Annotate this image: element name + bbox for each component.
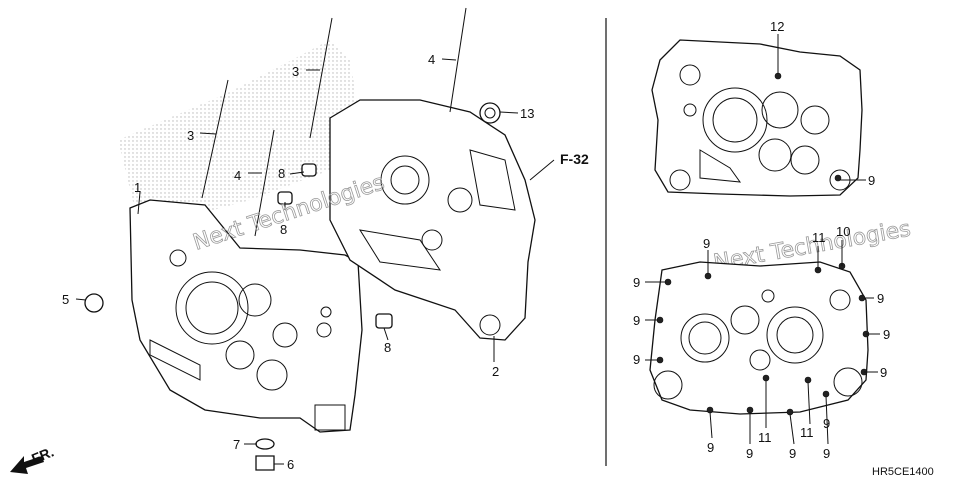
dowel-pin-upper xyxy=(301,163,317,177)
sealing-washer xyxy=(255,438,275,450)
o-ring xyxy=(84,293,104,313)
front-direction-arrow xyxy=(10,456,44,474)
callout-9-right-2: 9 xyxy=(883,327,890,342)
callout-3-top: 3 xyxy=(292,64,299,79)
callout-9-left-2: 9 xyxy=(633,313,640,328)
callout-9-right-1: 9 xyxy=(877,291,884,306)
callout-11-bottom-2: 11 xyxy=(800,425,814,440)
callout-4-left: 4 xyxy=(234,168,241,183)
oil-seal xyxy=(479,102,501,124)
right-crankcase-half xyxy=(329,99,536,341)
callout-9-right-3: 9 xyxy=(880,365,887,380)
callout-12: 12 xyxy=(770,19,784,34)
callout-1: 1 xyxy=(134,180,141,195)
callout-13: 13 xyxy=(520,106,534,121)
callout-7: 7 xyxy=(233,437,240,452)
callout-4-right: 4 xyxy=(428,52,435,67)
callout-9-bottom-5: 9 xyxy=(823,416,830,431)
callout-3-left: 3 xyxy=(187,128,194,143)
callout-8-lower: 8 xyxy=(384,340,391,355)
callout-8-upper: 8 xyxy=(278,166,285,181)
callout-9-left-3: 9 xyxy=(633,352,640,367)
stud-shading xyxy=(118,40,360,230)
callout-8-middle: 8 xyxy=(280,222,287,237)
callout-6: 6 xyxy=(287,457,294,472)
callout-10: 10 xyxy=(836,224,850,239)
stud-bolts xyxy=(201,7,467,237)
callout-11-bottom-1: 11 xyxy=(758,430,772,445)
callout-9-bottom-2: 9 xyxy=(746,446,753,461)
direction-label: FR. xyxy=(29,443,56,466)
upper-case-bolt-view xyxy=(651,39,863,197)
callout-9-upper: 9 xyxy=(868,173,875,188)
lower-case-bolt-view xyxy=(649,261,870,416)
callout-5: 5 xyxy=(62,292,69,307)
leader-lines-right xyxy=(645,34,880,445)
callout-9-left-1: 9 xyxy=(633,275,640,290)
left-crankcase-half xyxy=(129,199,363,433)
callout-11-top: 11 xyxy=(812,230,826,245)
callout-2: 2 xyxy=(492,364,499,379)
leader-lines-left xyxy=(75,58,555,465)
drain-bolt xyxy=(255,455,275,471)
callout-9-bottom-3: 9 xyxy=(789,446,796,461)
callout-9-top: 9 xyxy=(703,236,710,251)
callout-9-bottom-4: 9 xyxy=(823,446,830,461)
dowel-pin-lower xyxy=(375,313,393,329)
drawing-code: HR5CE1400 xyxy=(872,466,934,478)
callout-9-bottom-1: 9 xyxy=(707,440,714,455)
reference-label: F-32 xyxy=(560,151,589,167)
